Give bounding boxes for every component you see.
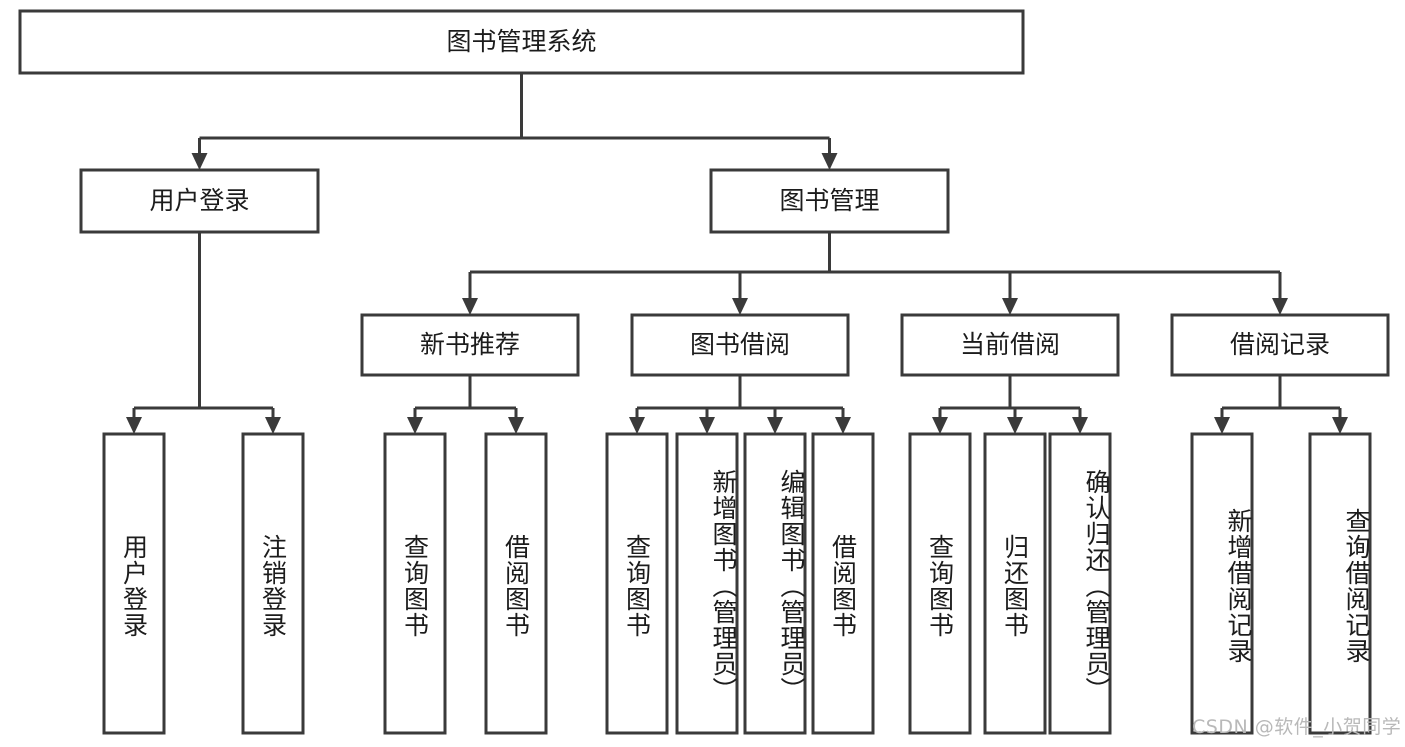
leaf-box[interactable]	[1048, 432, 1112, 735]
level3-box-rect	[630, 313, 850, 377]
arrow-head-icon	[265, 417, 281, 434]
leaf-box-rect	[383, 432, 447, 735]
root-box[interactable]: 图书管理系统	[18, 9, 1025, 75]
leaf-box[interactable]	[383, 432, 447, 735]
level3-box[interactable]: 图书借阅	[630, 313, 850, 377]
root-box-rect	[18, 9, 1025, 75]
leaf-box-rect	[675, 432, 739, 735]
arrow-head-icon	[732, 298, 748, 315]
leaf-box-rect	[1308, 432, 1372, 735]
leaf-box[interactable]	[1308, 432, 1372, 735]
arrow-head-icon	[835, 417, 851, 434]
leaf-box-rect	[983, 432, 1047, 735]
leaf-box-rect	[1048, 432, 1112, 735]
arrow-head-icon	[1214, 417, 1230, 434]
connector-layer	[126, 73, 1348, 434]
leaf-box-rect	[811, 432, 875, 735]
leaf-box[interactable]	[102, 432, 166, 735]
level3-box[interactable]: 当前借阅	[900, 313, 1120, 377]
level2-box[interactable]: 图书管理	[709, 168, 950, 234]
arrow-head-icon	[629, 417, 645, 434]
level2-box-label: 用户登录	[149, 186, 249, 215]
leaf-box[interactable]	[743, 432, 807, 735]
arrow-head-icon	[508, 417, 524, 434]
arrow-head-icon	[191, 153, 208, 170]
arrow-head-icon	[932, 417, 948, 434]
leaf-box[interactable]	[675, 432, 739, 735]
leaf-box-rect	[605, 432, 669, 735]
level2-box-label: 图书管理	[779, 186, 879, 215]
level3-box-rect	[360, 313, 580, 377]
level3-box-label: 图书借阅	[690, 330, 790, 359]
arrow-head-icon	[1002, 298, 1018, 315]
leaf-box[interactable]	[484, 432, 548, 735]
leaf-box[interactable]	[241, 432, 305, 735]
level2-box-rect	[79, 168, 320, 234]
level3-box[interactable]: 借阅记录	[1170, 313, 1390, 377]
level3-box-label: 当前借阅	[960, 330, 1060, 359]
leaf-box-rect	[908, 432, 972, 735]
arrow-head-icon	[699, 417, 715, 434]
leaf-box[interactable]	[811, 432, 875, 735]
level3-box-label: 新书推荐	[420, 330, 520, 359]
arrow-head-icon	[1007, 417, 1023, 434]
leaf-box-rect	[743, 432, 807, 735]
level2-box-rect	[709, 168, 950, 234]
leaf-box[interactable]	[605, 432, 669, 735]
leaf-box-rect	[241, 432, 305, 735]
root-box-label: 图书管理系统	[446, 27, 596, 56]
arrow-head-icon	[821, 153, 838, 170]
arrow-head-icon	[767, 417, 783, 434]
arrow-head-icon	[462, 298, 478, 315]
arrow-head-icon	[126, 417, 142, 434]
leaf-box[interactable]	[1190, 432, 1254, 735]
watermark-text: CSDN @软件_小贺同学	[1192, 716, 1402, 738]
level3-box-label: 借阅记录	[1230, 330, 1330, 359]
level3-box-rect	[1170, 313, 1390, 377]
arrow-head-icon	[1332, 417, 1348, 434]
level2-box[interactable]: 用户登录	[79, 168, 320, 234]
arrow-head-icon	[407, 417, 423, 434]
leaf-box[interactable]	[983, 432, 1047, 735]
leaf-box[interactable]	[908, 432, 972, 735]
leaf-box-rect	[102, 432, 166, 735]
level3-box[interactable]: 新书推荐	[360, 313, 580, 377]
leaf-box-rect	[484, 432, 548, 735]
arrow-head-icon	[1072, 417, 1088, 434]
level3-box-rect	[900, 313, 1120, 377]
arrow-head-icon	[1272, 298, 1288, 315]
leaf-box-rect	[1190, 432, 1254, 735]
